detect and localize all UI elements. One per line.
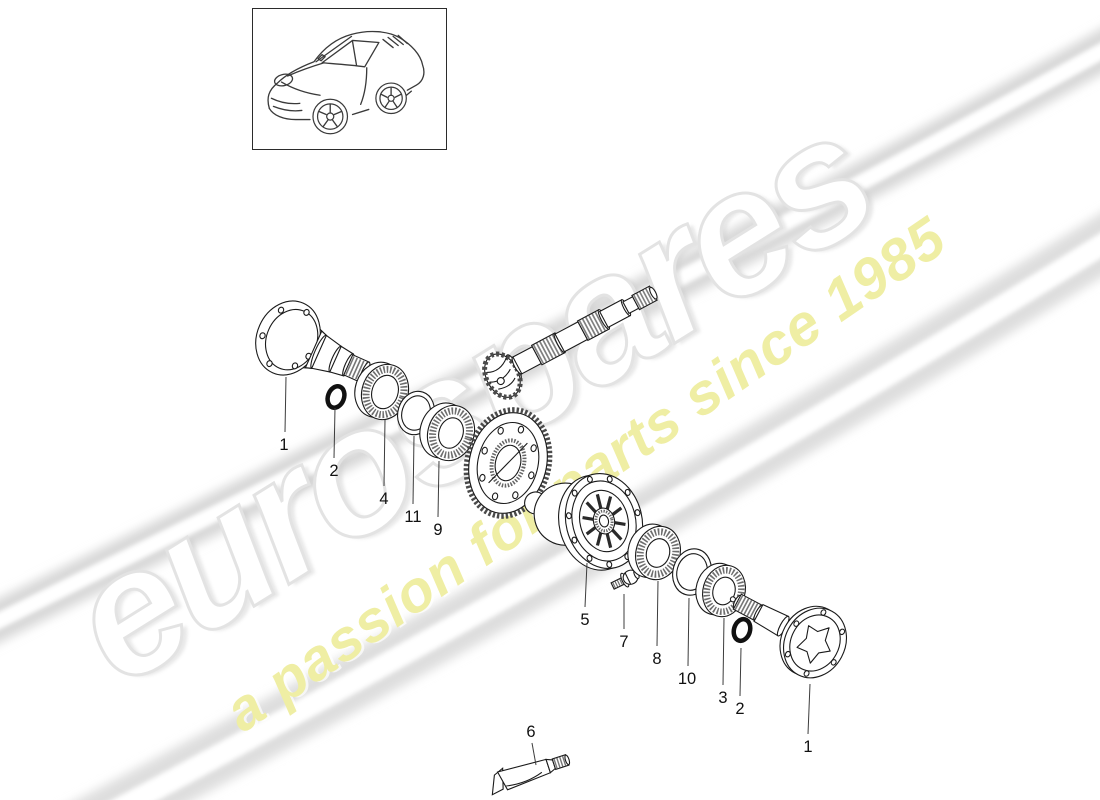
callout-1-right: 1	[803, 738, 812, 756]
part-bearing-4	[354, 361, 410, 421]
part-pinion-shaft	[482, 285, 658, 400]
part-flange-right	[729, 593, 847, 679]
leader-lines	[284, 376, 811, 766]
vehicle-thumbnail-box	[252, 8, 447, 150]
callout-2-left: 2	[329, 462, 338, 480]
part-flange-left	[255, 300, 376, 383]
callout-11: 11	[404, 508, 421, 526]
callout-8: 8	[652, 650, 661, 668]
part-oring-left	[325, 384, 347, 410]
callout-10: 10	[678, 670, 696, 688]
callout-2-right: 2	[735, 700, 744, 718]
part-oring-right	[731, 616, 753, 644]
callout-3: 3	[718, 689, 727, 707]
callout-1-left: 1	[279, 436, 288, 454]
part-diff-housing	[524, 472, 644, 571]
part-ring-gear	[463, 407, 553, 519]
porsche-911-coupe-outline-icon	[267, 30, 425, 135]
callout-7: 7	[619, 633, 628, 651]
part-sealant-tube	[491, 753, 571, 796]
part-bearing-3	[695, 562, 746, 618]
callout-labels: 1 2 4 11 9 5 7 8 10 3 2 1 6	[279, 436, 812, 756]
part-bearing-9	[419, 402, 476, 462]
callout-4: 4	[379, 490, 388, 508]
callout-6: 6	[526, 723, 535, 741]
callout-9: 9	[433, 521, 442, 539]
callout-5: 5	[580, 611, 589, 629]
